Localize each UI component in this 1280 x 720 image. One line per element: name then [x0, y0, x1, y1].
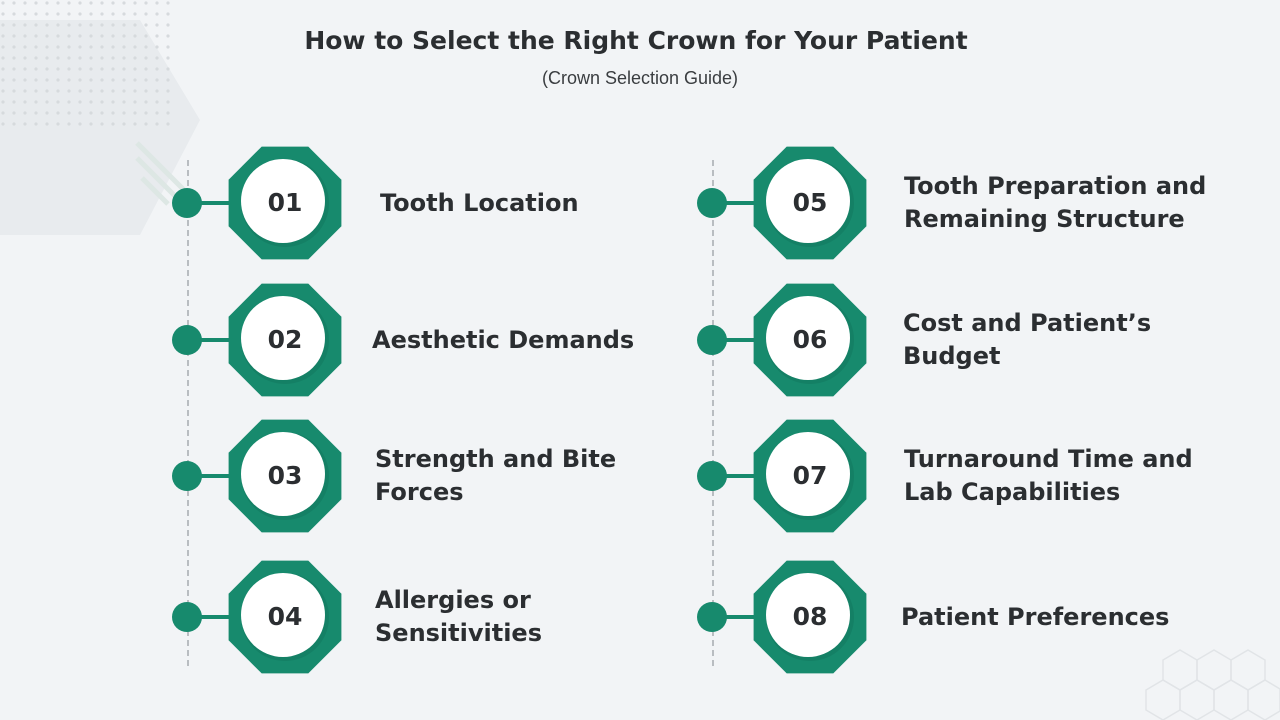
step-item-06: 06 Cost and Patient’s Budget: [697, 282, 1257, 398]
step-label: Strength and Bite Forces: [375, 445, 617, 506]
step-number: 02: [267, 325, 303, 354]
step-badge: 05: [752, 145, 868, 261]
step-badge: 02: [227, 282, 343, 398]
timeline-dot: [697, 325, 727, 355]
step-badge: 08: [752, 559, 868, 675]
octagon-badge-shape: [228, 283, 342, 397]
octagon-badge-shape: [753, 560, 867, 674]
timeline-dot: [697, 602, 727, 632]
step-number: 08: [792, 602, 828, 631]
dot-grid-pattern: [0, 0, 175, 130]
timeline-connector: [723, 615, 769, 619]
step-item-08: 08 Patient Preferences: [697, 559, 1257, 675]
step-label: Allergies or Sensitivities: [375, 586, 542, 647]
step-number: 04: [267, 602, 303, 631]
step-label: Tooth Preparation and Remaining Structur…: [904, 172, 1207, 233]
octagon-badge-shape: [228, 146, 342, 260]
timeline-connector: [198, 615, 244, 619]
step-badge: 04: [227, 559, 343, 675]
step-label: Aesthetic Demands: [372, 325, 635, 354]
timeline-connector: [198, 474, 244, 478]
timeline-dot: [172, 325, 202, 355]
diagonal-stripe: [140, 176, 170, 206]
step-item-03: 03 Strength and Bite Forces: [172, 418, 732, 534]
timeline-dot: [172, 188, 202, 218]
octagon-badge-shape: [228, 419, 342, 533]
timeline-connector: [198, 201, 244, 205]
timeline-dot: [697, 188, 727, 218]
step-item-05: 05 Tooth Preparation and Remaining Struct…: [697, 145, 1257, 261]
step-label: Tooth Location: [380, 188, 579, 217]
step-label: Cost and Patient’s Budget: [903, 309, 1152, 370]
page-title: How to Select the Right Crown for Your P…: [304, 26, 968, 55]
octagon-badge-shape: [753, 146, 867, 260]
octagon-badge-shape: [753, 283, 867, 397]
step-number: 07: [792, 461, 828, 490]
timeline-dot: [172, 461, 202, 491]
octagon-badge-shape: [228, 560, 342, 674]
step-item-02: 02 Aesthetic Demands: [172, 282, 732, 398]
timeline-connector: [723, 338, 769, 342]
step-number: 01: [267, 188, 303, 217]
step-number: 03: [267, 461, 303, 490]
right-timeline-line: [712, 160, 714, 666]
timeline-connector: [723, 474, 769, 478]
page-subtitle: (Crown Selection Guide): [541, 68, 739, 88]
timeline-dot: [697, 461, 727, 491]
step-item-07: 07 Turnaround Time and Lab Capabilities: [697, 418, 1257, 534]
step-badge: 06: [752, 282, 868, 398]
step-badge: 07: [752, 418, 868, 534]
octagon-badge-shape: [753, 419, 867, 533]
step-badge: 03: [227, 418, 343, 534]
step-number: 05: [792, 188, 828, 217]
step-badge: 01: [227, 145, 343, 261]
step-item-04: 04 Allergies or Sensitivities: [172, 559, 732, 675]
left-timeline-line: [187, 160, 189, 666]
step-label: Turnaround Time and Lab Capabilities: [904, 445, 1193, 506]
step-item-01: 01 Tooth Location: [172, 145, 732, 261]
timeline-dot: [172, 602, 202, 632]
step-label: Patient Preferences: [901, 602, 1170, 631]
timeline-connector: [198, 338, 244, 342]
timeline-connector: [723, 201, 769, 205]
step-number: 06: [792, 325, 828, 354]
